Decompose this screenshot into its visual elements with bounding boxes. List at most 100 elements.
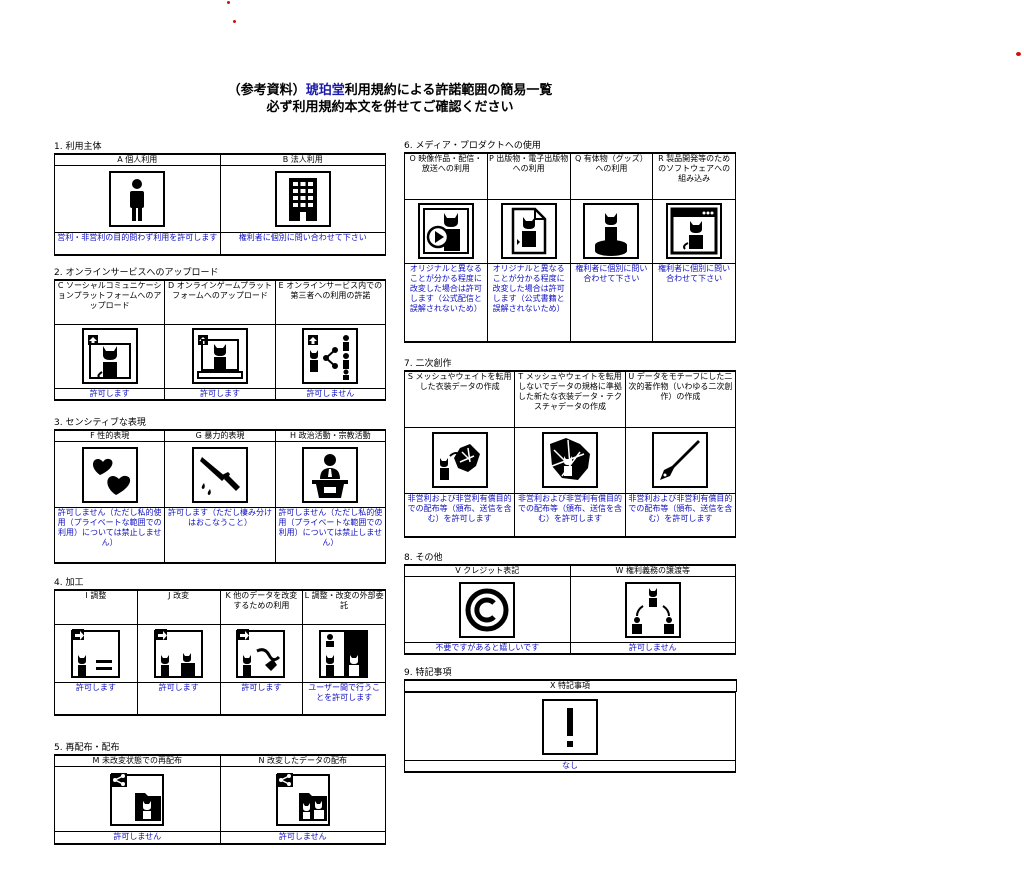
- permission-table: V クレジット表記 W 権利義務の譲渡等 不要ですがあると嬉しいです 許可しませ…: [404, 564, 736, 655]
- item-note: なし: [404, 760, 736, 773]
- item-icon-cell: [54, 623, 138, 683]
- section-others: 8. その他 V クレジット表記 W 権利義務の譲渡等 不要ですがあると嬉しいで…: [404, 553, 736, 655]
- copyright-icon: [459, 581, 516, 638]
- building-icon: [274, 171, 331, 227]
- section-heading: 3. センシティブな表現: [54, 418, 146, 428]
- item-label: X 特記事項: [403, 679, 737, 692]
- permission-table: S メッシュやウェイトを転用した衣装データの作成 T メッシュやウェイトを転用し…: [403, 370, 737, 538]
- item-label: R 製品開発等のためのソフトウェアへの組み込み: [652, 152, 736, 200]
- item-label: D オンラインゲームプラットフォームへのアップロード: [164, 279, 276, 325]
- item-icon-cell: [624, 426, 737, 494]
- permission-table: F 性的表現 G 暴力的表現 H 政治活動・宗教活動 許可しません（ただし私的使…: [53, 429, 387, 564]
- upload-sns-icon: [81, 328, 138, 384]
- section-special-notes: 9. 特記事項 X 特記事項 なし: [403, 668, 737, 773]
- item-icon-cell: [274, 323, 387, 389]
- item-label: O 映像作品・配信・放送への利用: [404, 152, 488, 200]
- item-icon-cell: [53, 441, 166, 508]
- section-heading: 9. 特記事項: [404, 668, 452, 678]
- permission-table: O 映像作品・配信・放送への利用 P 出版物・電子出版物への利用 Q 有体物（グ…: [404, 152, 736, 343]
- item-note: 非営利および非営利有償目的での配布等（頒布、送信を含む）を許可します: [514, 492, 626, 538]
- item-note: 許可します: [54, 681, 138, 716]
- item-icon-cell: [219, 766, 386, 832]
- item-icon-cell: [404, 198, 488, 264]
- item-icon-cell: [302, 623, 386, 683]
- exclamation-icon: [542, 698, 598, 755]
- item-note: 許可しません: [274, 387, 387, 401]
- red-mark: [1016, 52, 1021, 56]
- item-label: P 出版物・電子出版物への利用: [486, 152, 571, 200]
- item-label: J 改変: [136, 589, 221, 625]
- item-label: I 調整: [54, 589, 138, 625]
- item-icon-cell: [403, 426, 516, 494]
- title-line-2: 必ず利用規約本文を併せてご確認ください: [266, 100, 514, 115]
- distribute-modified-icon: [275, 773, 330, 826]
- item-note: 非営利および非営利有償目的での配布等（頒布、送信を含む）を許可します: [624, 492, 737, 538]
- item-icon-cell: [404, 576, 571, 643]
- redistribute-icon: [110, 773, 165, 826]
- item-label: W 権利義務の譲渡等: [569, 564, 736, 577]
- item-note: 非営利および非営利有償目的での配布等（頒布、送信を含む）を許可します: [403, 492, 516, 538]
- section-media-products: 6. メディア・プロダクトへの使用 O 映像作品・配信・放送への利用 P 出版物…: [404, 141, 736, 343]
- adjust-icon: [70, 629, 120, 678]
- item-note: 権利者に個別に問い合わせて下さい: [569, 262, 654, 343]
- section-processing: 4. 加工 I 調整 J 改変 K 他のデータを改変するための利用 L 調整・改…: [54, 578, 386, 716]
- transfer-rights-icon: [624, 581, 681, 638]
- item-icon-cell: [569, 198, 654, 264]
- item-label: T メッシュやウェイトを転用しないでデータの規格に準拠した新たな衣装データ・テク…: [514, 370, 626, 428]
- item-note: 許可します: [53, 387, 166, 401]
- section-usage-subject: 1. 利用主体 A 個人利用 B 法人利用 営利・非営利の目的問わず利用を許可し…: [54, 142, 386, 256]
- section-heading: 6. メディア・プロダクトへの使用: [404, 141, 541, 151]
- item-note: オリジナルと異なることが分かる程度に改変した場合は許可します（公式書籍と誤解され…: [486, 262, 571, 343]
- item-icon-cell: [486, 198, 571, 264]
- share-third-party-icon: [302, 328, 359, 384]
- item-note: ユーザー間で行うことを許可します: [302, 681, 386, 716]
- section-redistribution: 5. 再配布・配布 M 未改変状態での再配布 N 改変したデータの配布 許可しま…: [54, 743, 386, 845]
- item-icon-cell: [54, 766, 221, 832]
- item-note: 許可します: [219, 681, 304, 716]
- permission-table: I 調整 J 改変 K 他のデータを改変するための利用 L 調整・改変の外部委託…: [54, 589, 386, 716]
- item-icon-cell: [54, 165, 221, 233]
- publication-icon: [500, 203, 557, 259]
- item-label: H 政治活動・宗教活動: [274, 429, 387, 442]
- section-heading: 4. 加工: [54, 578, 84, 588]
- item-label: M 未改変状態での再配布: [54, 754, 221, 767]
- section-heading: 8. その他: [404, 553, 443, 563]
- item-note: 許可しません（ただし私的使用（プライベートな範囲での利用）については禁止しません…: [53, 507, 166, 564]
- item-icon-cell: [652, 198, 736, 264]
- use-for-modify-icon: [236, 629, 286, 678]
- item-label: U データをモチーフにした二次的著作物（いわゆる二次創作）の作成: [624, 370, 737, 428]
- item-label: L 調整・改変の外部委託: [302, 589, 386, 625]
- item-icon-cell: [569, 576, 736, 643]
- item-label: C ソーシャルコミュニケーションプラットフォームへのアップロード: [53, 279, 166, 325]
- section-online-upload: 2. オンラインサービスへのアップロード C ソーシャルコミュニケーションプラッ…: [53, 268, 387, 401]
- section-heading: 1. 利用主体: [54, 142, 102, 152]
- title-line-1: （参考資料）琥珀堂利用規約による許諾範囲の簡易一覧: [0, 82, 780, 99]
- item-label: S メッシュやウェイトを転用した衣装データの作成: [403, 370, 516, 428]
- item-icon-cell: [514, 426, 626, 494]
- item-icon-cell: [164, 441, 276, 508]
- page-title: （参考資料）琥珀堂利用規約による許諾範囲の簡易一覧 必ず利用規約本文を併せてご確…: [0, 82, 780, 116]
- item-label: Q 有体物（グッズ）への利用: [569, 152, 654, 200]
- item-label: B 法人利用: [219, 153, 386, 166]
- item-label: V クレジット表記: [404, 564, 571, 577]
- item-note: 許可します: [136, 681, 221, 716]
- item-note: 許可しません: [569, 642, 736, 655]
- item-icon-cell: [53, 323, 166, 389]
- item-note: 許可しません（ただし私的使用（プライベートな範囲での利用）については禁止しません…: [274, 507, 387, 564]
- item-note: 不要ですがあると嬉しいです: [404, 642, 571, 655]
- item-note: 営利・非営利の目的問わず利用を許可します: [54, 232, 221, 256]
- item-icon-cell: [274, 441, 387, 508]
- item-note: 許可します: [164, 387, 276, 401]
- item-label: N 改変したデータの配布: [219, 754, 386, 767]
- item-icon-cell: [136, 623, 221, 683]
- item-note: 許可しません: [54, 831, 221, 845]
- item-label: E オンラインサービス内での第三者への利用の許諾: [274, 279, 387, 325]
- item-label: A 個人利用: [54, 153, 221, 166]
- section-sensitive: 3. センシティブな表現 F 性的表現 G 暴力的表現 H 政治活動・宗教活動 …: [53, 418, 387, 564]
- video-icon: [417, 203, 474, 259]
- item-icon-cell: [404, 692, 736, 761]
- permission-table: M 未改変状態での再配布 N 改変したデータの配布 許可しません 許可しません: [54, 754, 386, 845]
- person-icon: [109, 171, 166, 227]
- section-heading: 7. 二次創作: [404, 359, 452, 369]
- section-heading: 2. オンラインサービスへのアップロード: [54, 268, 219, 278]
